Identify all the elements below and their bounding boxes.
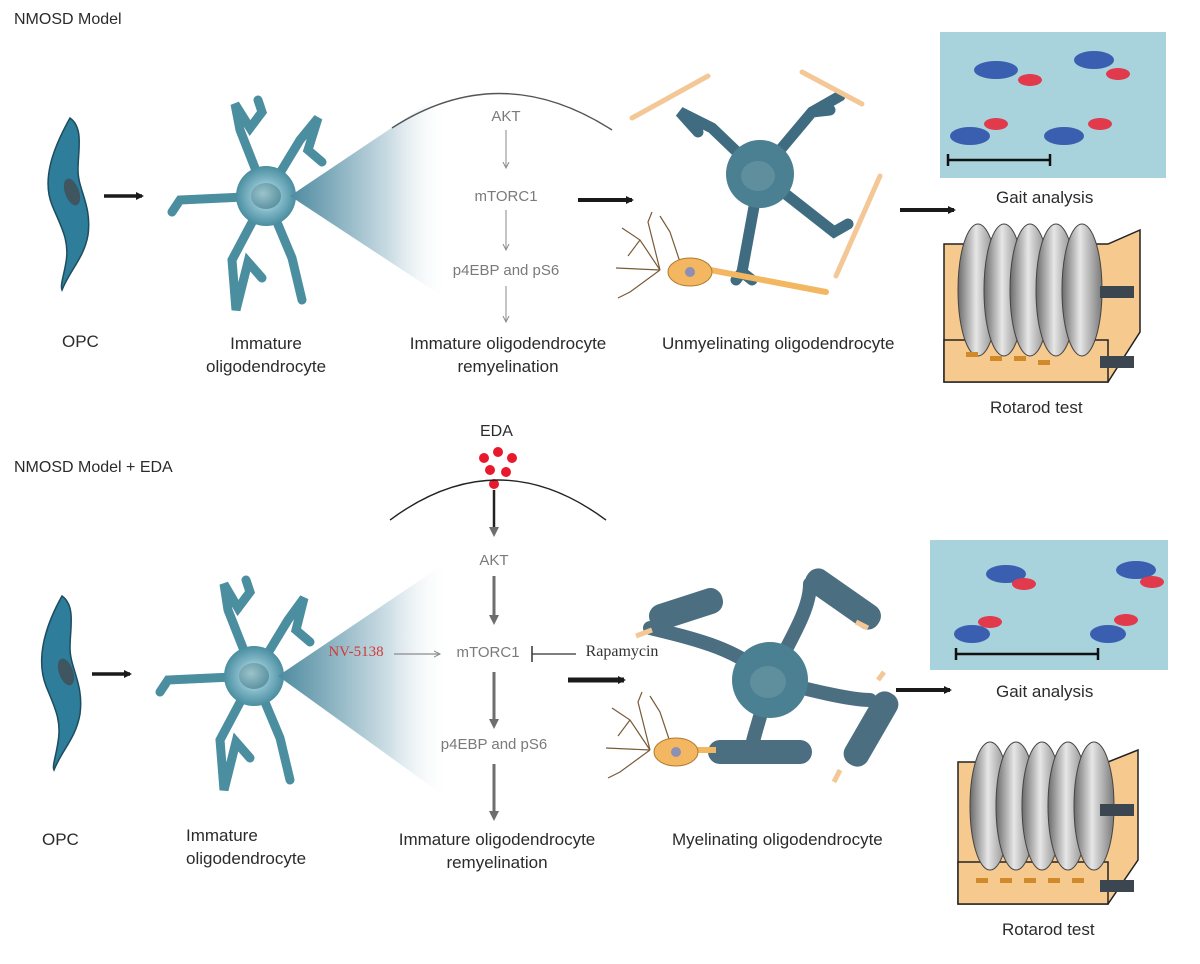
label-immature-line1: Immature: [186, 826, 258, 845]
section-title-bottom: NMOSD Model + EDA: [14, 459, 173, 476]
inhibitor-label: Rapamycin: [585, 643, 659, 660]
eda-molecules: [479, 447, 517, 489]
label-opc: OPC: [42, 830, 79, 849]
opc-cell-icon: [40, 594, 82, 772]
footprint-icons: [954, 561, 1164, 643]
expression-cone: [278, 560, 450, 800]
footprint-icons: [950, 51, 1130, 145]
section-title-top: NMOSD Model: [14, 11, 122, 28]
label-gait: Gait analysis: [996, 188, 1094, 207]
rotarod-apparatus: [943, 223, 1141, 383]
activator-label: NV-5138: [328, 644, 384, 660]
label-gait: Gait analysis: [996, 682, 1094, 701]
expression-cone: [290, 90, 448, 300]
label-pathway-line2: remyelination: [457, 357, 559, 376]
label-rotarod: Rotarod test: [990, 398, 1083, 417]
myelinating-oligodendrocyte-icon: [635, 568, 899, 784]
unmyelinating-oligodendrocyte-icon: [629, 69, 883, 286]
rotarod-apparatus: [957, 741, 1139, 905]
pathway-p4ebp: p4EBP and pS6: [440, 736, 548, 753]
pathway-mtorc1: mTORC1: [474, 188, 538, 205]
label-pathway-line2: remyelination: [446, 853, 548, 872]
label-immature: Immature oligodendrocyte: [186, 824, 316, 870]
label-immature: Immature oligodendrocyte: [206, 332, 326, 378]
label-pathway-line1: Immature oligodendrocyte: [409, 334, 607, 353]
pathway-mtorc1: mTORC1: [456, 644, 520, 661]
pathway-akt: AKT: [491, 108, 521, 125]
label-immature-line2: oligodendrocyte: [186, 849, 307, 868]
neuron-icon: [615, 211, 829, 299]
label-rotarod: Rotarod test: [1002, 920, 1095, 939]
label-pathway-outcome: Immature oligodendrocyte remyelination: [396, 332, 620, 378]
opc-cell-icon: [47, 116, 90, 293]
label-immature-line2: oligodendrocyte: [206, 357, 327, 376]
pathway-akt: AKT: [479, 552, 509, 569]
label-pathway-outcome: Immature oligodendrocyte remyelination: [384, 828, 610, 874]
label-pathway-line1: Immature oligodendrocyte: [398, 830, 596, 849]
label-result: Myelinating oligodendrocyte: [672, 830, 883, 849]
neuron-icon: [605, 691, 716, 779]
gait-analysis-panel: [940, 32, 1166, 178]
label-immature-line1: Immature: [230, 334, 302, 353]
label-result: Unmyelinating oligodendrocyte: [662, 334, 895, 353]
immature-oligodendrocyte-icon: [167, 95, 327, 312]
pathway-p4ebp: p4EBP and pS6: [452, 262, 560, 279]
immature-oligodendrocyte-icon: [155, 575, 315, 792]
gait-analysis-panel: [930, 540, 1168, 670]
label-eda: EDA: [480, 423, 513, 440]
membrane-arc: [391, 92, 613, 131]
membrane-arc: [389, 479, 607, 521]
label-opc: OPC: [62, 332, 99, 351]
